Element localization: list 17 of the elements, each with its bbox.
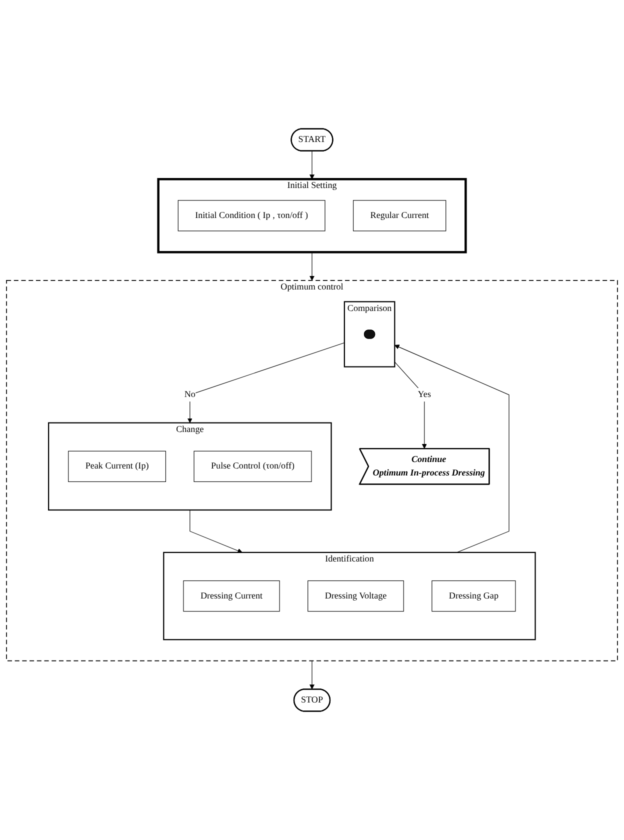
arrow: [394, 344, 510, 553]
arrow: [310, 660, 314, 690]
edge-label: Yes: [418, 390, 431, 400]
edge-label: No: [184, 390, 196, 400]
node-box: Peak Current (Ip): [68, 450, 166, 482]
node-box: Pulse Control (τon/off): [194, 450, 312, 482]
node-box: Dressing Voltage: [308, 580, 404, 612]
node-box: Initial Condition ( Ip , τon/off ): [178, 200, 326, 232]
arrow: [394, 362, 427, 449]
node-box: Dressing Current: [183, 580, 280, 612]
arrow: [310, 150, 314, 180]
node-box: Regular Current: [353, 200, 446, 232]
arrow: [190, 510, 242, 554]
node-box: Dressing Gap: [432, 580, 516, 612]
arrow: [187, 342, 345, 424]
arrow: [310, 252, 314, 281]
cluster: Comparison: [344, 301, 396, 368]
